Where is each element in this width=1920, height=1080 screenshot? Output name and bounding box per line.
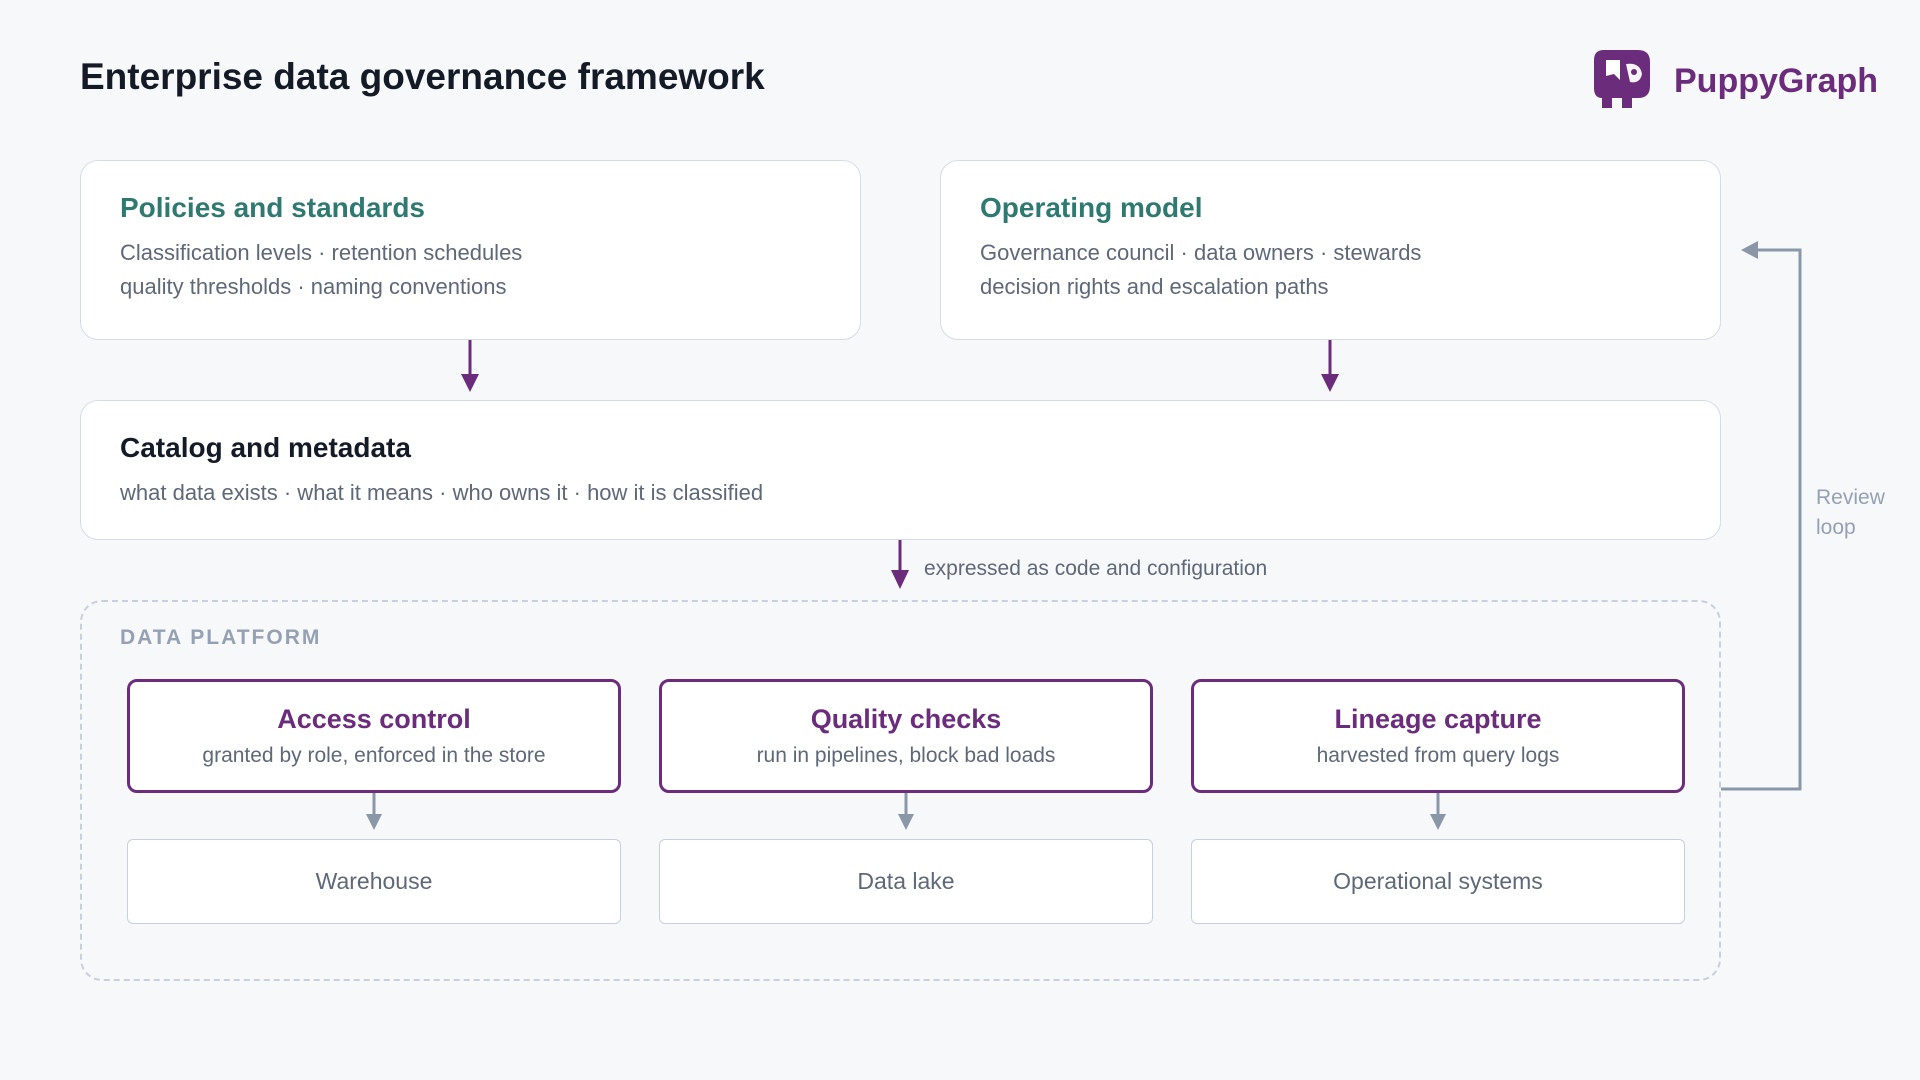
policies-card: Policies and standards Classification le…: [80, 160, 861, 340]
operational-systems-box: Operational systems: [1191, 839, 1685, 924]
warehouse-box: Warehouse: [127, 839, 621, 924]
operating-model-line-1: Governance council · data owners · stewa…: [980, 240, 1422, 265]
catalog-title: Catalog and metadata: [120, 432, 411, 463]
arrow-lineage-to-operational: [1430, 793, 1446, 830]
page-title: Enterprise data governance framework: [80, 56, 765, 97]
quality-checks-subtitle: run in pipelines, block bad loads: [756, 744, 1056, 767]
review-loop-label: Review loop: [1816, 483, 1906, 543]
lineage-capture-title: Lineage capture: [1334, 704, 1542, 734]
data-platform-container: [80, 600, 1721, 981]
arrow-catalog-to-platform: [891, 540, 909, 589]
policies-title: Policies and standards: [120, 192, 425, 223]
brand-name: PuppyGraph: [1674, 62, 1879, 100]
quality-checks-box: Quality checks run in pipelines, block b…: [659, 679, 1153, 793]
edge-note: expressed as code and configuration: [924, 557, 1268, 580]
lineage-capture-subtitle: harvested from query logs: [1316, 744, 1560, 767]
policies-line-1: Classification levels · retention schedu…: [120, 240, 523, 265]
operating-model-card: Operating model Governance council · dat…: [940, 160, 1721, 340]
review-loop-arrow: [1721, 241, 1802, 791]
brand-logo: PuppyGraph: [1590, 46, 1890, 110]
policies-line-2: quality thresholds · naming conventions: [120, 274, 507, 299]
catalog-line: what data exists · what it means · who o…: [120, 480, 764, 505]
quality-checks-title: Quality checks: [810, 704, 1002, 734]
access-control-subtitle: granted by role, enforced in the store: [202, 744, 546, 767]
catalog-card: Catalog and metadata what data exists · …: [80, 400, 1721, 540]
access-control-title: Access control: [277, 704, 471, 734]
lineage-capture-box: Lineage capture harvested from query log…: [1191, 679, 1685, 793]
operating-model-title: Operating model: [980, 192, 1203, 223]
puppygraph-logo-icon: [1594, 50, 1650, 108]
operating-model-line-2: decision rights and escalation paths: [980, 274, 1329, 299]
data-platform-label: DATA PLATFORM: [120, 626, 322, 649]
arrow-access-to-warehouse: [366, 793, 382, 830]
access-control-box: Access control granted by role, enforced…: [127, 679, 621, 793]
arrow-quality-to-lake: [898, 793, 914, 830]
review-loop-label-line-2: loop: [1816, 516, 1856, 539]
review-loop-label-line-1: Review: [1816, 486, 1885, 509]
arrow-operating-to-catalog: [1321, 340, 1339, 392]
data-lake-box: Data lake: [659, 839, 1153, 924]
arrow-policies-to-catalog: [461, 340, 479, 392]
